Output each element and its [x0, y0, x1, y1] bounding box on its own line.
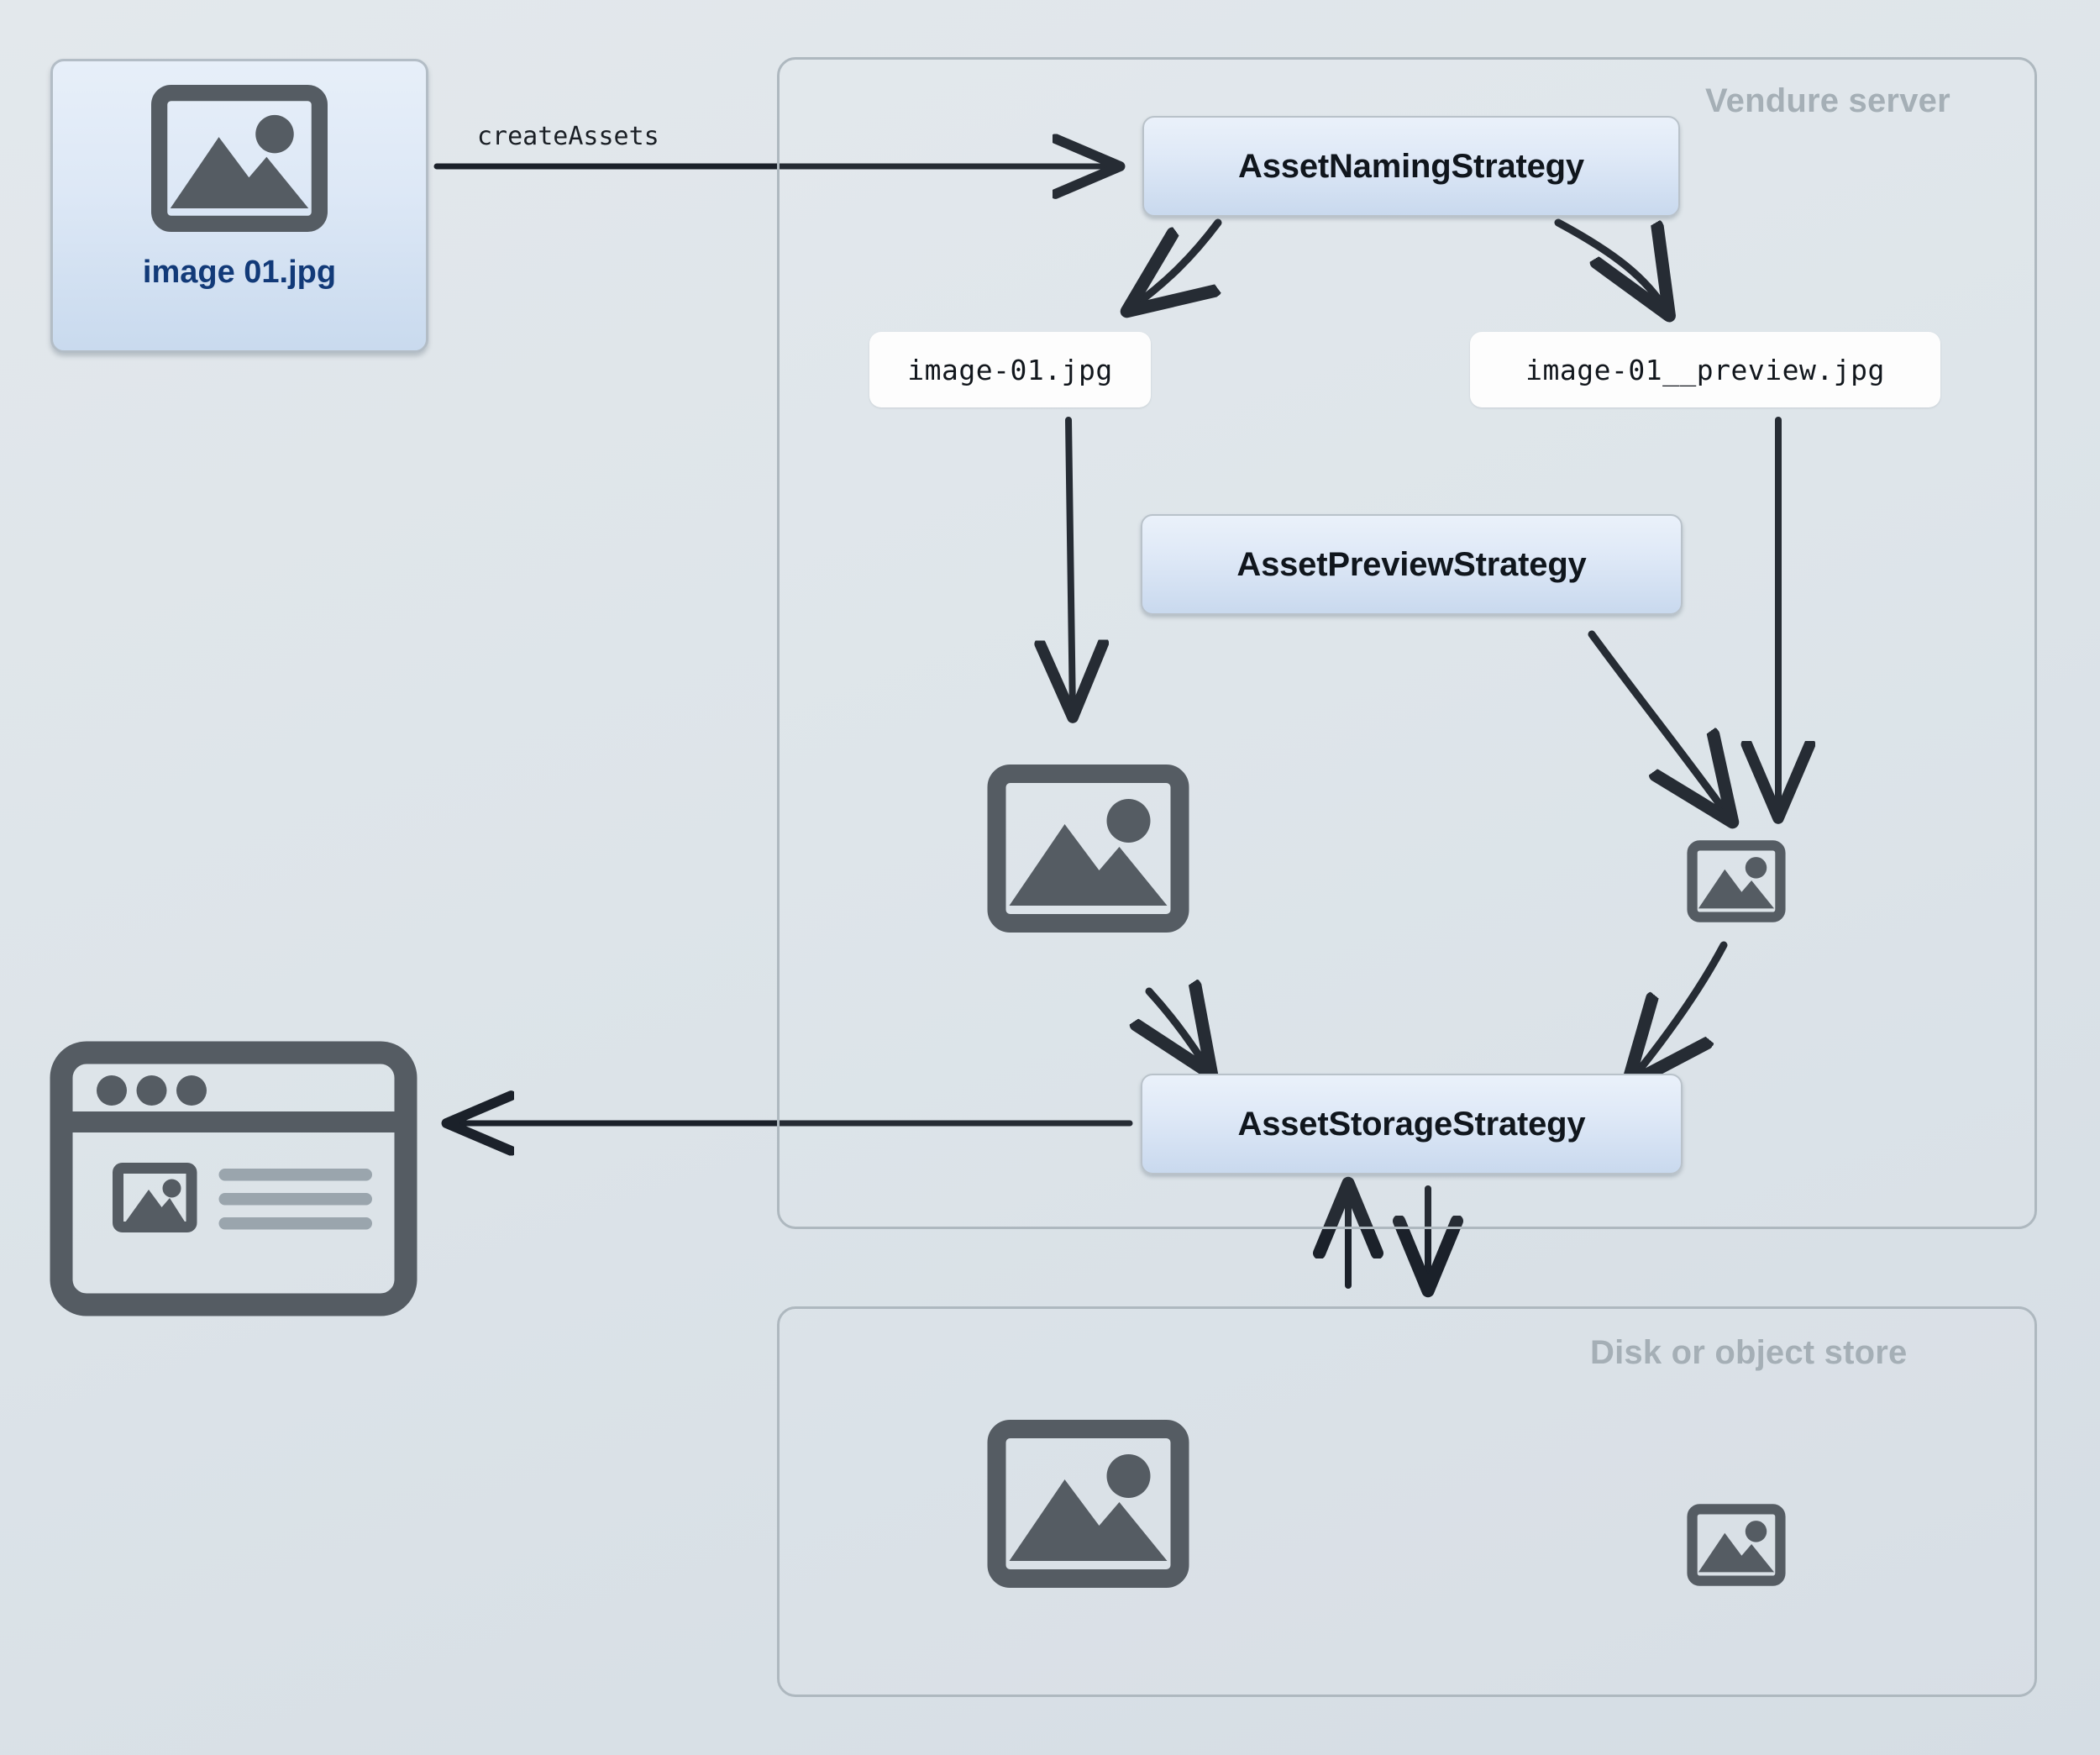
group-disk-store: [777, 1306, 2037, 1697]
source-asset-label: image 01.jpg: [142, 255, 337, 290]
filename-chip-original: image-01.jpg: [869, 332, 1151, 407]
edge-label-create-assets: createAssets: [477, 122, 659, 151]
asset-preview-strategy-label: AssetPreviewStrategy: [1236, 545, 1587, 583]
filename-preview-label: image-01__preview.jpg: [1525, 353, 1885, 386]
group-vendure-server: [777, 57, 2037, 1229]
server-preview-image-icon: [1686, 840, 1787, 927]
source-asset-card[interactable]: image 01.jpg: [50, 59, 428, 353]
asset-storage-strategy-label: AssetStorageStrategy: [1237, 1105, 1586, 1143]
filename-chip-preview: image-01__preview.jpg: [1470, 332, 1940, 407]
asset-naming-strategy-box[interactable]: AssetNamingStrategy: [1142, 116, 1680, 217]
asset-storage-strategy-box[interactable]: AssetStorageStrategy: [1141, 1074, 1683, 1174]
image-icon: [151, 85, 328, 236]
browser-window-icon: [49, 1040, 418, 1322]
store-preview-image-icon: [1686, 1504, 1787, 1590]
group-disk-store-label: Disk or object store: [1590, 1334, 1908, 1371]
server-full-image-icon: [985, 765, 1191, 937]
store-full-image-icon: [985, 1420, 1191, 1592]
group-vendure-server-label: Vendure server: [1705, 82, 1950, 119]
filename-original-label: image-01.jpg: [907, 353, 1113, 386]
asset-preview-strategy-box[interactable]: AssetPreviewStrategy: [1141, 514, 1683, 615]
asset-naming-strategy-label: AssetNamingStrategy: [1238, 147, 1584, 185]
